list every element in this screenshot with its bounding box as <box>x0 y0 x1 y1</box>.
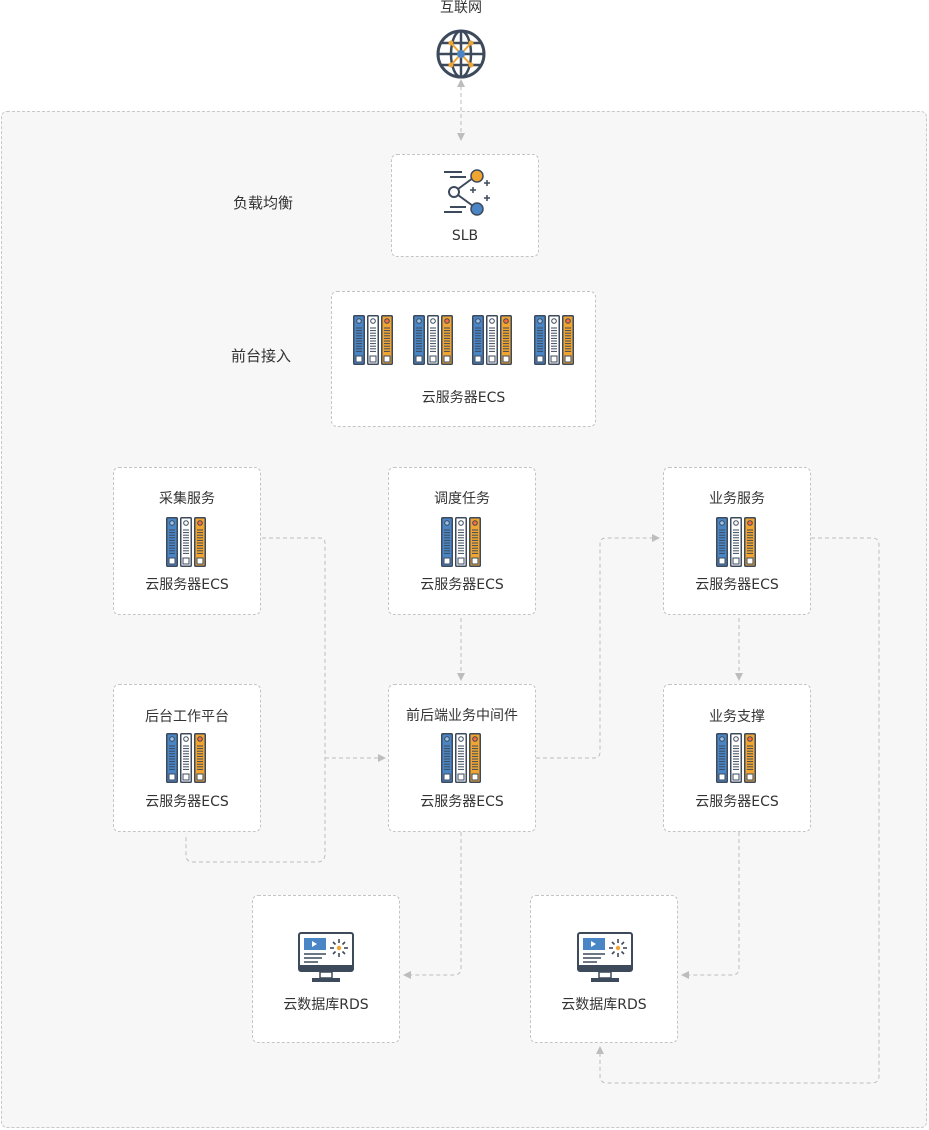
middleware-node[interactable]: 前后端业务中间件 云服务器ECS <box>388 684 536 832</box>
rds-left-label: 云数据库RDS <box>283 997 369 1013</box>
slb-label: SLB <box>451 228 479 244</box>
middleware-label: 云服务器ECS <box>420 794 504 810</box>
connector-middleware-rds <box>403 832 462 979</box>
server-rack-icon <box>166 733 208 787</box>
backend-platform-node[interactable]: 后台工作平台 云服务器ECS <box>113 684 261 832</box>
business-support-title: 业务支撑 <box>709 709 765 725</box>
connector-collect-middleware <box>185 537 326 863</box>
connector-support-rds <box>681 832 740 979</box>
connector-business-rds <box>596 537 880 1084</box>
collect-service-title: 采集服务 <box>159 491 215 507</box>
rds-right-label: 云数据库RDS <box>561 997 647 1013</box>
backend-platform-label: 云服务器ECS <box>145 794 229 810</box>
business-support-node[interactable]: 业务支撑 云服务器ECS <box>663 684 811 832</box>
server-rack-icon <box>441 733 483 787</box>
collect-service-node[interactable]: 采集服务 云服务器ECS <box>113 467 261 615</box>
tier-label-load-balancer: 负载均衡 <box>233 194 294 212</box>
business-support-label: 云服务器ECS <box>695 794 779 810</box>
front-ecs-node[interactable]: 云服务器ECS <box>331 291 596 427</box>
database-monitor-icon <box>577 932 633 988</box>
server-rack-icon <box>716 517 758 571</box>
server-rack-icon <box>441 517 483 571</box>
schedule-task-label: 云服务器ECS <box>420 577 504 593</box>
rds-left-node[interactable]: 云数据库RDS <box>252 895 400 1043</box>
server-rack-icon <box>472 315 514 369</box>
front-ecs-label: 云服务器ECS <box>421 390 506 406</box>
rds-right-node[interactable]: 云数据库RDS <box>530 895 678 1043</box>
connector-middleware-business <box>536 534 660 759</box>
server-rack-icon <box>716 733 758 787</box>
tier-label-front-access: 前台接入 <box>231 347 292 365</box>
business-service-title: 业务服务 <box>709 491 765 507</box>
middleware-title: 前后端业务中间件 <box>406 708 518 724</box>
internet-label: 互联网 <box>440 0 482 16</box>
server-rack-icon <box>413 315 455 369</box>
business-service-label: 云服务器ECS <box>695 577 779 593</box>
globe-icon <box>436 29 486 79</box>
schedule-task-title: 调度任务 <box>434 491 490 507</box>
business-service-node[interactable]: 业务服务 云服务器ECS <box>663 467 811 615</box>
cloud-region <box>1 111 927 1128</box>
server-rack-icon <box>534 315 576 369</box>
server-rack-icon <box>353 315 395 369</box>
server-rack-icon <box>166 517 208 571</box>
collect-service-label: 云服务器ECS <box>145 577 229 593</box>
backend-platform-title: 后台工作平台 <box>145 709 229 725</box>
schedule-task-node[interactable]: 调度任务 云服务器ECS <box>388 467 536 615</box>
slb-node[interactable]: SLB <box>391 154 539 257</box>
load-balancer-icon <box>444 169 490 216</box>
database-monitor-icon <box>298 932 354 988</box>
